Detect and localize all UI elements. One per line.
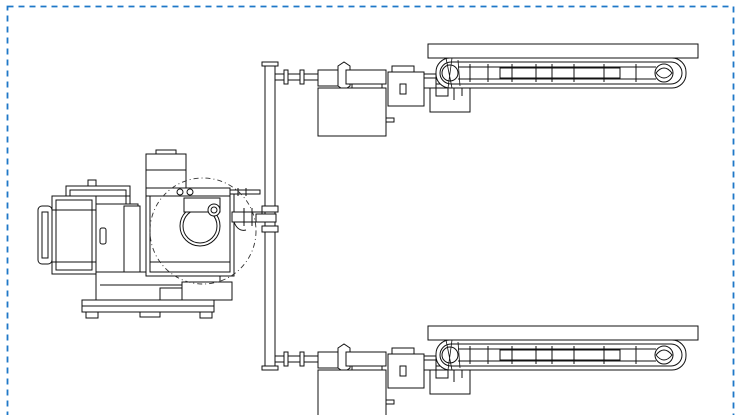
driver-unit [37, 149, 263, 319]
top-branch [274, 43, 699, 137]
vertical-manifold [255, 61, 279, 371]
bottom-branch [274, 325, 699, 415]
dashed-frame [6, 5, 735, 415]
detail-circle [149, 177, 257, 285]
